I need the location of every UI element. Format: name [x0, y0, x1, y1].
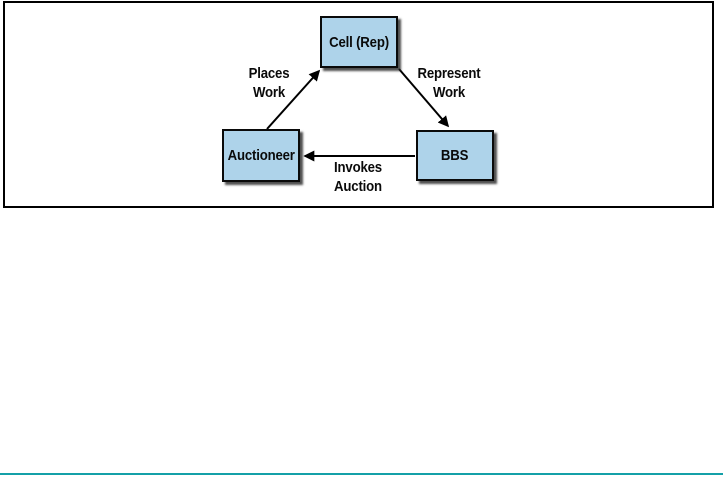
node-auctioneer: Auctioneer: [222, 129, 300, 182]
edge-label-represent-work: Represent Work: [417, 65, 481, 101]
edge-label-places-work: Places Work: [248, 65, 290, 101]
node-auctioneer-label: Auctioneer: [227, 147, 295, 164]
node-bbs-label: BBS: [441, 147, 469, 164]
node-cell-rep: Cell (Rep): [320, 16, 398, 68]
node-bbs: BBS: [416, 130, 494, 181]
edge-label-invokes-auction: Invokes Auction: [334, 159, 382, 195]
node-cell-rep-label: Cell (Rep): [329, 33, 389, 51]
page-bottom-rule: [0, 473, 723, 475]
